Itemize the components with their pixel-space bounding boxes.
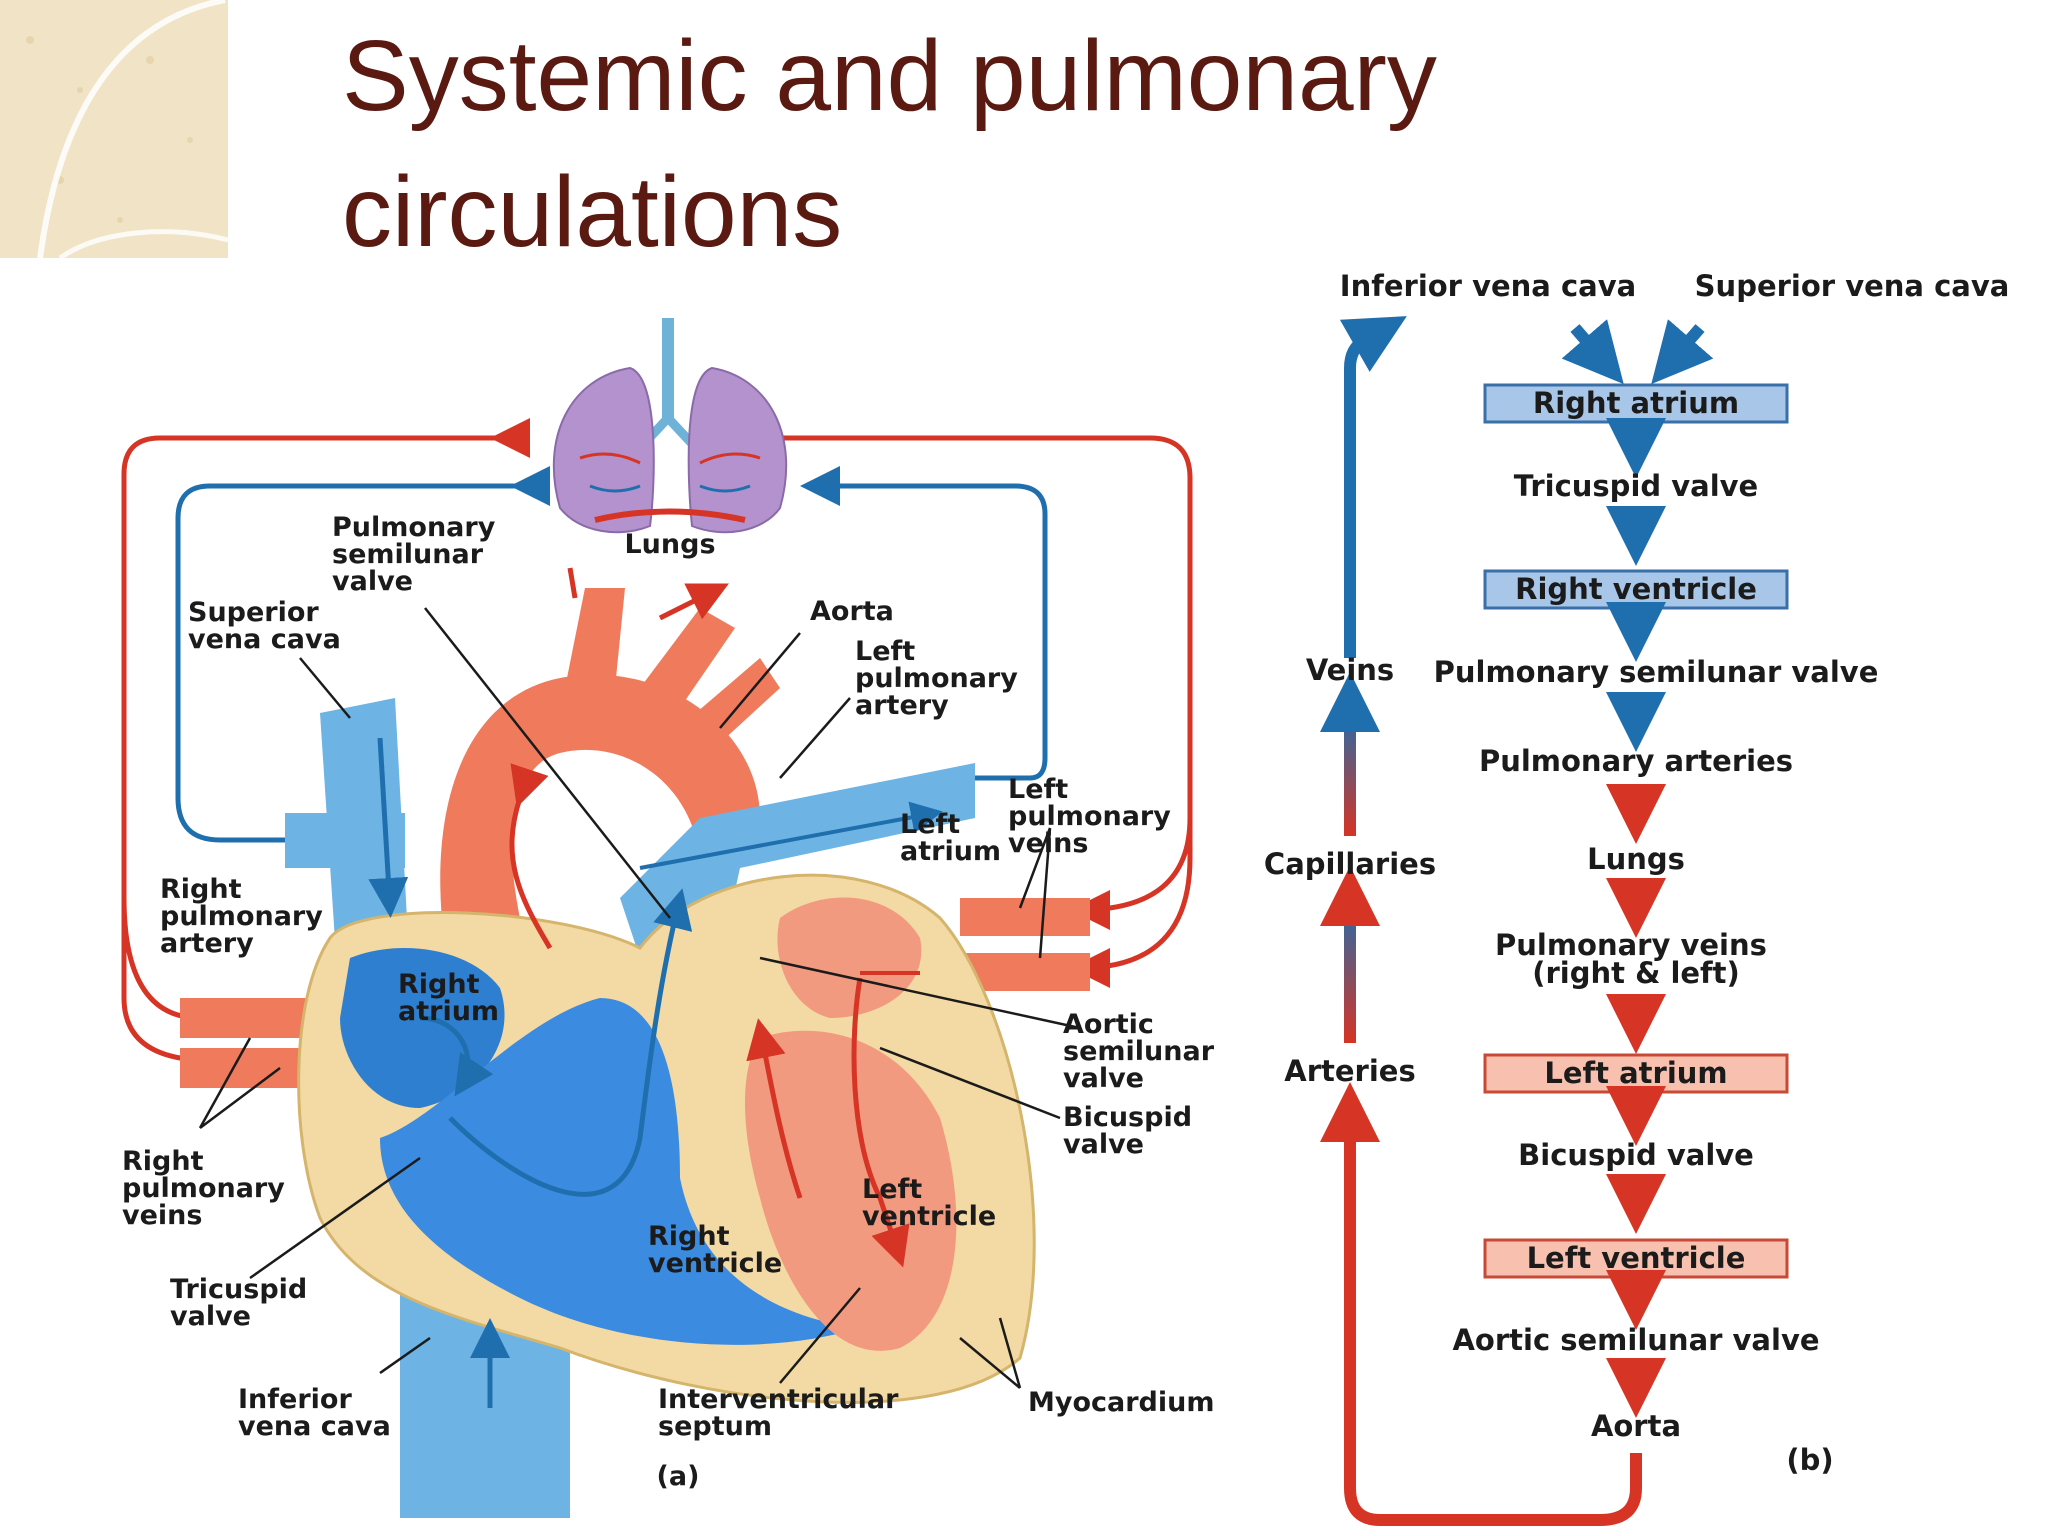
flow-source-inferior-vena-cava: Inferior vena cava [1340, 269, 1636, 303]
step-bicuspid-valve: Bicuspid valve [1518, 1138, 1754, 1172]
systemic-loop-left [121, 418, 530, 1081]
label-pulmonary-semilunar-valve: Pulmonary semilunar valve [332, 512, 505, 597]
box-right-atrium [1483, 383, 1789, 424]
title-line-1: Systemic and pulmonary [342, 20, 1437, 132]
pulmonary-loop-left [175, 466, 550, 843]
label-inferior-vena-cava: Inferior vena cava [238, 1384, 391, 1442]
step-tricuspid-valve: Tricuspid valve [1514, 469, 1758, 503]
step-aortic-semilunar-valve: Aortic semilunar valve [1452, 1323, 1819, 1357]
step-left-atrium: Left atrium [1544, 1056, 1727, 1090]
label-lungs: Lungs [624, 529, 715, 560]
label-aortic-semilunar-valve: Aortic semilunar valve [1063, 1009, 1223, 1094]
lungs-illustration [552, 318, 788, 534]
left-ventricle-chamber [745, 1030, 957, 1351]
step-right-ventricle: Right ventricle [1515, 572, 1757, 606]
aorta-arch [440, 674, 760, 988]
side-label-arteries: Arteries [1284, 1054, 1415, 1088]
pulmonary-loop-right [800, 466, 1048, 781]
label-bicuspid-valve: Bicuspid valve [1063, 1102, 1201, 1160]
step-pulmonary-semilunar-valve: Pulmonary semilunar valve [1434, 655, 1879, 689]
step-lungs: Lungs [1587, 842, 1685, 876]
step-aorta: Aorta [1591, 1409, 1681, 1443]
label-left-atrium: Left atrium [900, 809, 1001, 867]
slide-corner-decoration [0, 0, 228, 258]
left-atrium-chamber [777, 897, 922, 1018]
label-superior-vena-cava: Superior vena cava [188, 597, 341, 655]
side-label-capillaries: Capillaries [1264, 847, 1436, 881]
caption-b: (b) [1786, 1443, 1833, 1477]
panel-a: Lungs Pulmonary semilunar valve Superior… [121, 318, 1223, 1518]
caption-a: (a) [657, 1461, 700, 1492]
arrow-ivc-to-ra [1561, 319, 1624, 385]
step-pulmonary-veins: Pulmonary veins (right & left) [1495, 928, 1777, 990]
systemic-loop-right-2 [1070, 817, 1193, 930]
panel-b: Inferior vena cava Superior vena cava Ve… [1264, 269, 2010, 1526]
slide-title: Systemic and pulmonary circulations [342, 8, 1437, 280]
label-left-ventricle: Left ventricle [862, 1174, 996, 1232]
label-left-pulmonary-artery: Left pulmonary artery [855, 636, 1027, 721]
systemic-loop-right [740, 418, 1193, 988]
circulation-diagram: Lungs Pulmonary semilunar valve Superior… [121, 269, 2010, 1526]
veins-to-vena-cava-arrow [1339, 316, 1407, 658]
side-label-veins: Veins [1306, 653, 1394, 687]
label-right-ventricle: Right ventricle [648, 1221, 782, 1279]
label-tricuspid-valve: Tricuspid valve [170, 1274, 317, 1332]
label-right-pulmonary-artery: Right pulmonary artery [160, 874, 332, 959]
label-aorta: Aorta [810, 596, 894, 627]
systemic-return-loop [1320, 1082, 1642, 1526]
capillaries-to-veins-bar [1344, 706, 1356, 836]
label-myocardium: Myocardium [1028, 1387, 1215, 1418]
box-left-ventricle [1483, 1238, 1789, 1279]
label-right-pulmonary-veins: Right pulmonary veins [122, 1146, 294, 1231]
step-left-ventricle: Left ventricle [1527, 1241, 1746, 1275]
label-right-atrium: Right atrium [398, 969, 499, 1027]
label-left-pulmonary-veins: Left pulmonary veins [1008, 774, 1180, 859]
right-ventricle-chamber [380, 998, 860, 1345]
left-pulmonary-veins-vessel [960, 898, 1090, 936]
aorta-branches [565, 588, 780, 743]
label-interventricular-septum: Interventricular septum [658, 1384, 908, 1442]
flow-source-superior-vena-cava: Superior vena cava [1695, 269, 2010, 303]
step-pulmonary-arteries: Pulmonary arteries [1479, 744, 1793, 778]
title-line-2: circulations [342, 156, 843, 268]
arrow-svc-to-ra [1651, 319, 1714, 385]
arteries-to-capillaries-bar [1344, 898, 1356, 1043]
step-right-atrium: Right atrium [1533, 386, 1739, 420]
